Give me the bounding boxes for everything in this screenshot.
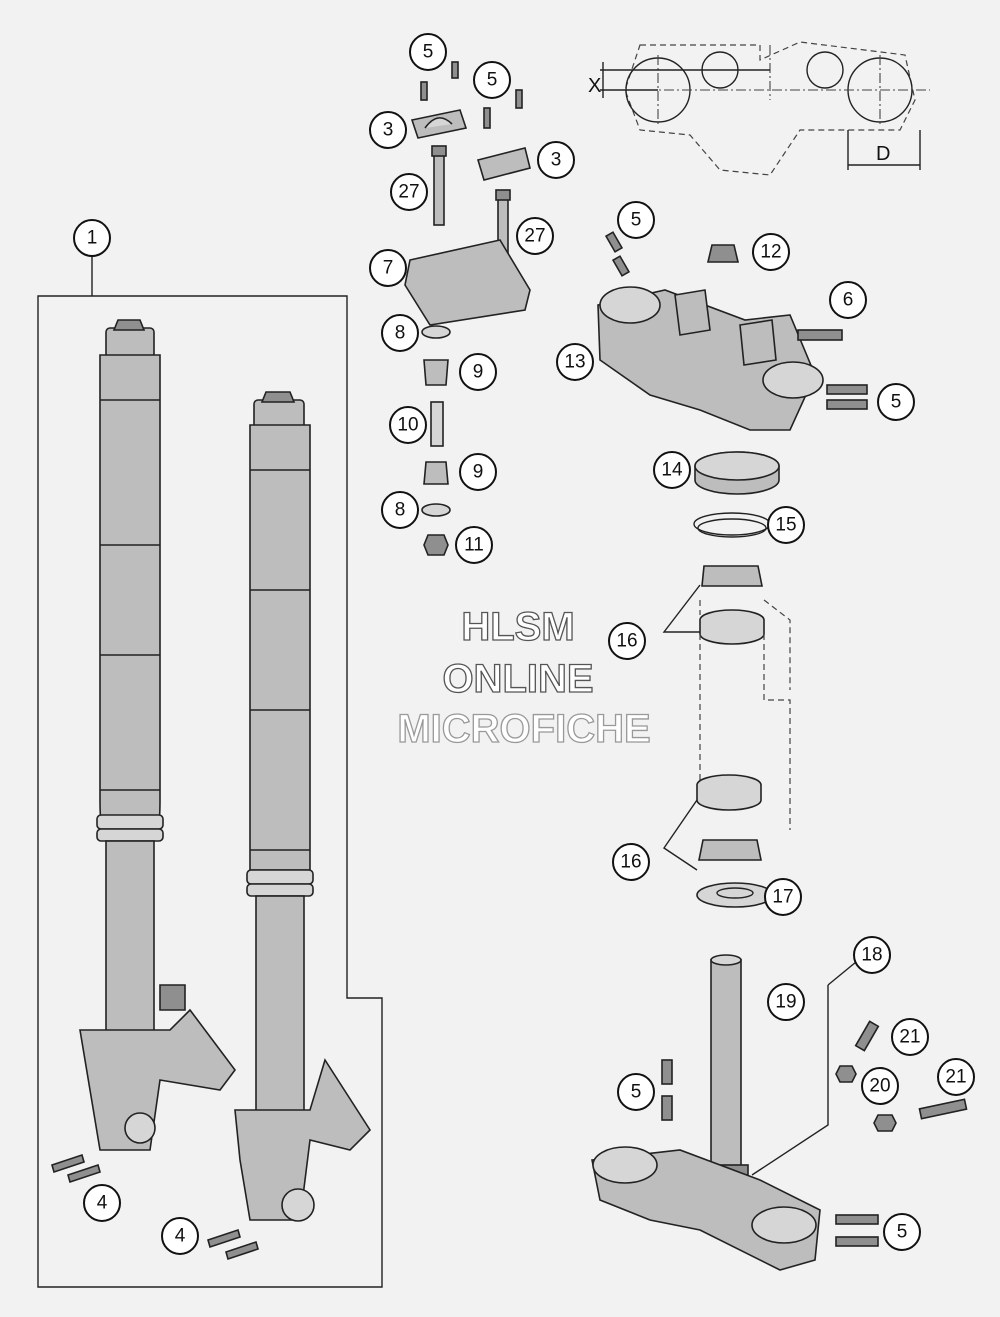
svg-text:9: 9 [473, 462, 484, 483]
svg-text:13: 13 [564, 352, 585, 373]
callout-5b[interactable]: 5 [473, 61, 511, 99]
svg-text:5: 5 [891, 392, 902, 413]
handlebar-mount-bracket [404, 239, 531, 326]
svg-text:12: 12 [760, 242, 781, 263]
svg-text:8: 8 [395, 500, 406, 521]
callout-6[interactable]: 6 [829, 281, 867, 319]
callout-5c[interactable]: 5 [617, 201, 655, 239]
upper-triple-clamp [597, 231, 868, 431]
callout-12[interactable]: 12 [752, 233, 790, 271]
callout-5e[interactable]: 5 [617, 1073, 655, 1111]
callout-3a[interactable]: 3 [369, 111, 407, 149]
callout-10[interactable]: 10 [389, 406, 427, 444]
svg-text:16: 16 [620, 852, 641, 873]
svg-text:17: 17 [772, 887, 793, 908]
callout-19[interactable]: 19 [767, 983, 805, 1021]
handlebar-clamp-upper-left [410, 109, 468, 139]
watermark-line-1: HLSM [461, 605, 574, 649]
svg-text:5: 5 [631, 210, 642, 231]
dimension-x-label: X [588, 75, 601, 97]
callout-9a[interactable]: 9 [459, 353, 497, 391]
callout-5d[interactable]: 5 [877, 383, 915, 421]
callout-5a[interactable]: 5 [409, 33, 447, 71]
svg-text:7: 7 [383, 258, 394, 279]
watermark: HLSM ONLINE MICROFICHE [397, 604, 652, 751]
callout-27b[interactable]: 27 [516, 217, 554, 255]
callout-8b[interactable]: 8 [381, 491, 419, 529]
watermark-line-3: MICROFICHE [397, 707, 650, 751]
svg-text:21: 21 [899, 1027, 920, 1048]
svg-text:3: 3 [383, 120, 394, 141]
svg-text:4: 4 [175, 1226, 186, 1247]
svg-text:8: 8 [395, 323, 406, 344]
callout-1[interactable]: 1 [73, 219, 111, 257]
svg-text:1: 1 [87, 228, 98, 249]
svg-text:6: 6 [843, 290, 854, 311]
callout-18[interactable]: 18 [853, 936, 891, 974]
svg-text:16: 16 [616, 631, 637, 652]
callout-7[interactable]: 7 [369, 249, 407, 287]
svg-text:20: 20 [869, 1076, 890, 1097]
callout-17[interactable]: 17 [764, 878, 802, 916]
callout-16a[interactable]: 16 [608, 622, 646, 660]
callout-21a[interactable]: 21 [891, 1018, 929, 1056]
fork-assembly-frame [37, 256, 383, 1288]
callout-4a[interactable]: 4 [83, 1184, 121, 1222]
callout-16b[interactable]: 16 [612, 843, 650, 881]
small-bolts [420, 61, 523, 129]
svg-text:4: 4 [97, 1193, 108, 1214]
svg-text:5: 5 [487, 70, 498, 91]
stop-bolts-and-nuts [835, 1020, 968, 1132]
bush-stack-upper [421, 325, 451, 556]
svg-text:18: 18 [861, 945, 882, 966]
svg-text:5: 5 [897, 1222, 908, 1243]
svg-text:27: 27 [398, 182, 419, 203]
callout-27a[interactable]: 27 [390, 173, 428, 211]
axle-clamp-bolts-right [207, 1228, 259, 1261]
svg-text:19: 19 [775, 992, 796, 1013]
svg-text:15: 15 [775, 515, 796, 536]
long-bolts-27 [431, 145, 511, 266]
callout-20[interactable]: 20 [861, 1067, 899, 1105]
callout-8a[interactable]: 8 [381, 314, 419, 352]
svg-text:5: 5 [423, 42, 434, 63]
callout-9b[interactable]: 9 [459, 453, 497, 491]
watermark-line-2: ONLINE [442, 657, 593, 701]
axle-clamp-bolts-left [51, 1153, 101, 1184]
svg-text:11: 11 [464, 535, 484, 556]
handlebar-clamp-upper-right [476, 147, 531, 181]
svg-text:9: 9 [473, 362, 484, 383]
top-clamp-outline: X D [588, 41, 930, 176]
dimension-d-label: D [876, 143, 890, 165]
callout-21b[interactable]: 21 [937, 1058, 975, 1096]
svg-text:21: 21 [945, 1067, 966, 1088]
lower-triple-clamp-and-stem [591, 954, 879, 1271]
callout-4b[interactable]: 4 [161, 1217, 199, 1255]
callout-11[interactable]: 11 [455, 526, 493, 564]
svg-text:3: 3 [551, 150, 562, 171]
callout-13[interactable]: 13 [556, 343, 594, 381]
callout-5f[interactable]: 5 [883, 1213, 921, 1251]
svg-text:5: 5 [631, 1082, 642, 1103]
svg-text:10: 10 [397, 415, 418, 436]
left-fork-leg [79, 319, 236, 1151]
callout-14[interactable]: 14 [653, 451, 691, 489]
steering-bearing-parts [662, 451, 791, 908]
callout-3b[interactable]: 3 [537, 141, 575, 179]
right-fork-leg [234, 391, 372, 1222]
svg-text:14: 14 [661, 460, 683, 481]
callout-15[interactable]: 15 [767, 506, 805, 544]
svg-text:27: 27 [524, 226, 545, 247]
